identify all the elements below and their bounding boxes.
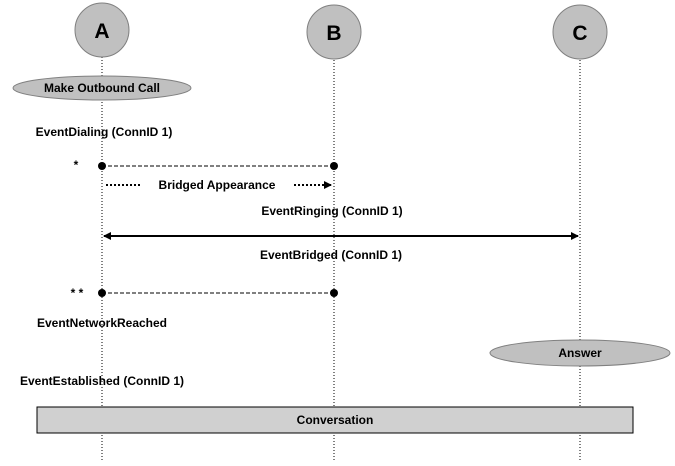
endpoint-dot-b-1 bbox=[330, 162, 338, 170]
make-outbound-call-action: Make Outbound Call bbox=[12, 75, 192, 101]
answer-label: Answer bbox=[558, 346, 602, 360]
endpoint-dot-a-1 bbox=[98, 162, 106, 170]
event-bridged-label: EventBridged (ConnID 1) bbox=[260, 248, 402, 262]
event-established-label: EventEstablished (ConnID 1) bbox=[20, 374, 184, 388]
event-network-reached-label: EventNetworkReached bbox=[37, 316, 167, 330]
participant-b-label: B bbox=[326, 22, 341, 45]
participant-c: C bbox=[552, 4, 608, 60]
conversation-bar: Conversation bbox=[36, 406, 634, 434]
conversation-label: Conversation bbox=[297, 413, 374, 427]
participant-a-label: A bbox=[94, 20, 109, 43]
make-outbound-call-label: Make Outbound Call bbox=[44, 81, 160, 95]
bridged-appearance-label: Bridged Appearance bbox=[159, 178, 276, 192]
single-asterisk-marker: * bbox=[74, 158, 79, 172]
participant-c-label: C bbox=[572, 22, 587, 45]
endpoint-dot-a-2 bbox=[98, 289, 106, 297]
endpoint-dot-b-2 bbox=[330, 289, 338, 297]
event-dialing-label: EventDialing (ConnID 1) bbox=[36, 125, 173, 139]
answer-action: Answer bbox=[489, 339, 671, 367]
double-asterisk-marker: * * bbox=[71, 286, 84, 300]
event-ringing-label: EventRinging (ConnID 1) bbox=[261, 204, 402, 218]
participant-a: A bbox=[74, 2, 130, 58]
participant-b: B bbox=[306, 4, 362, 60]
